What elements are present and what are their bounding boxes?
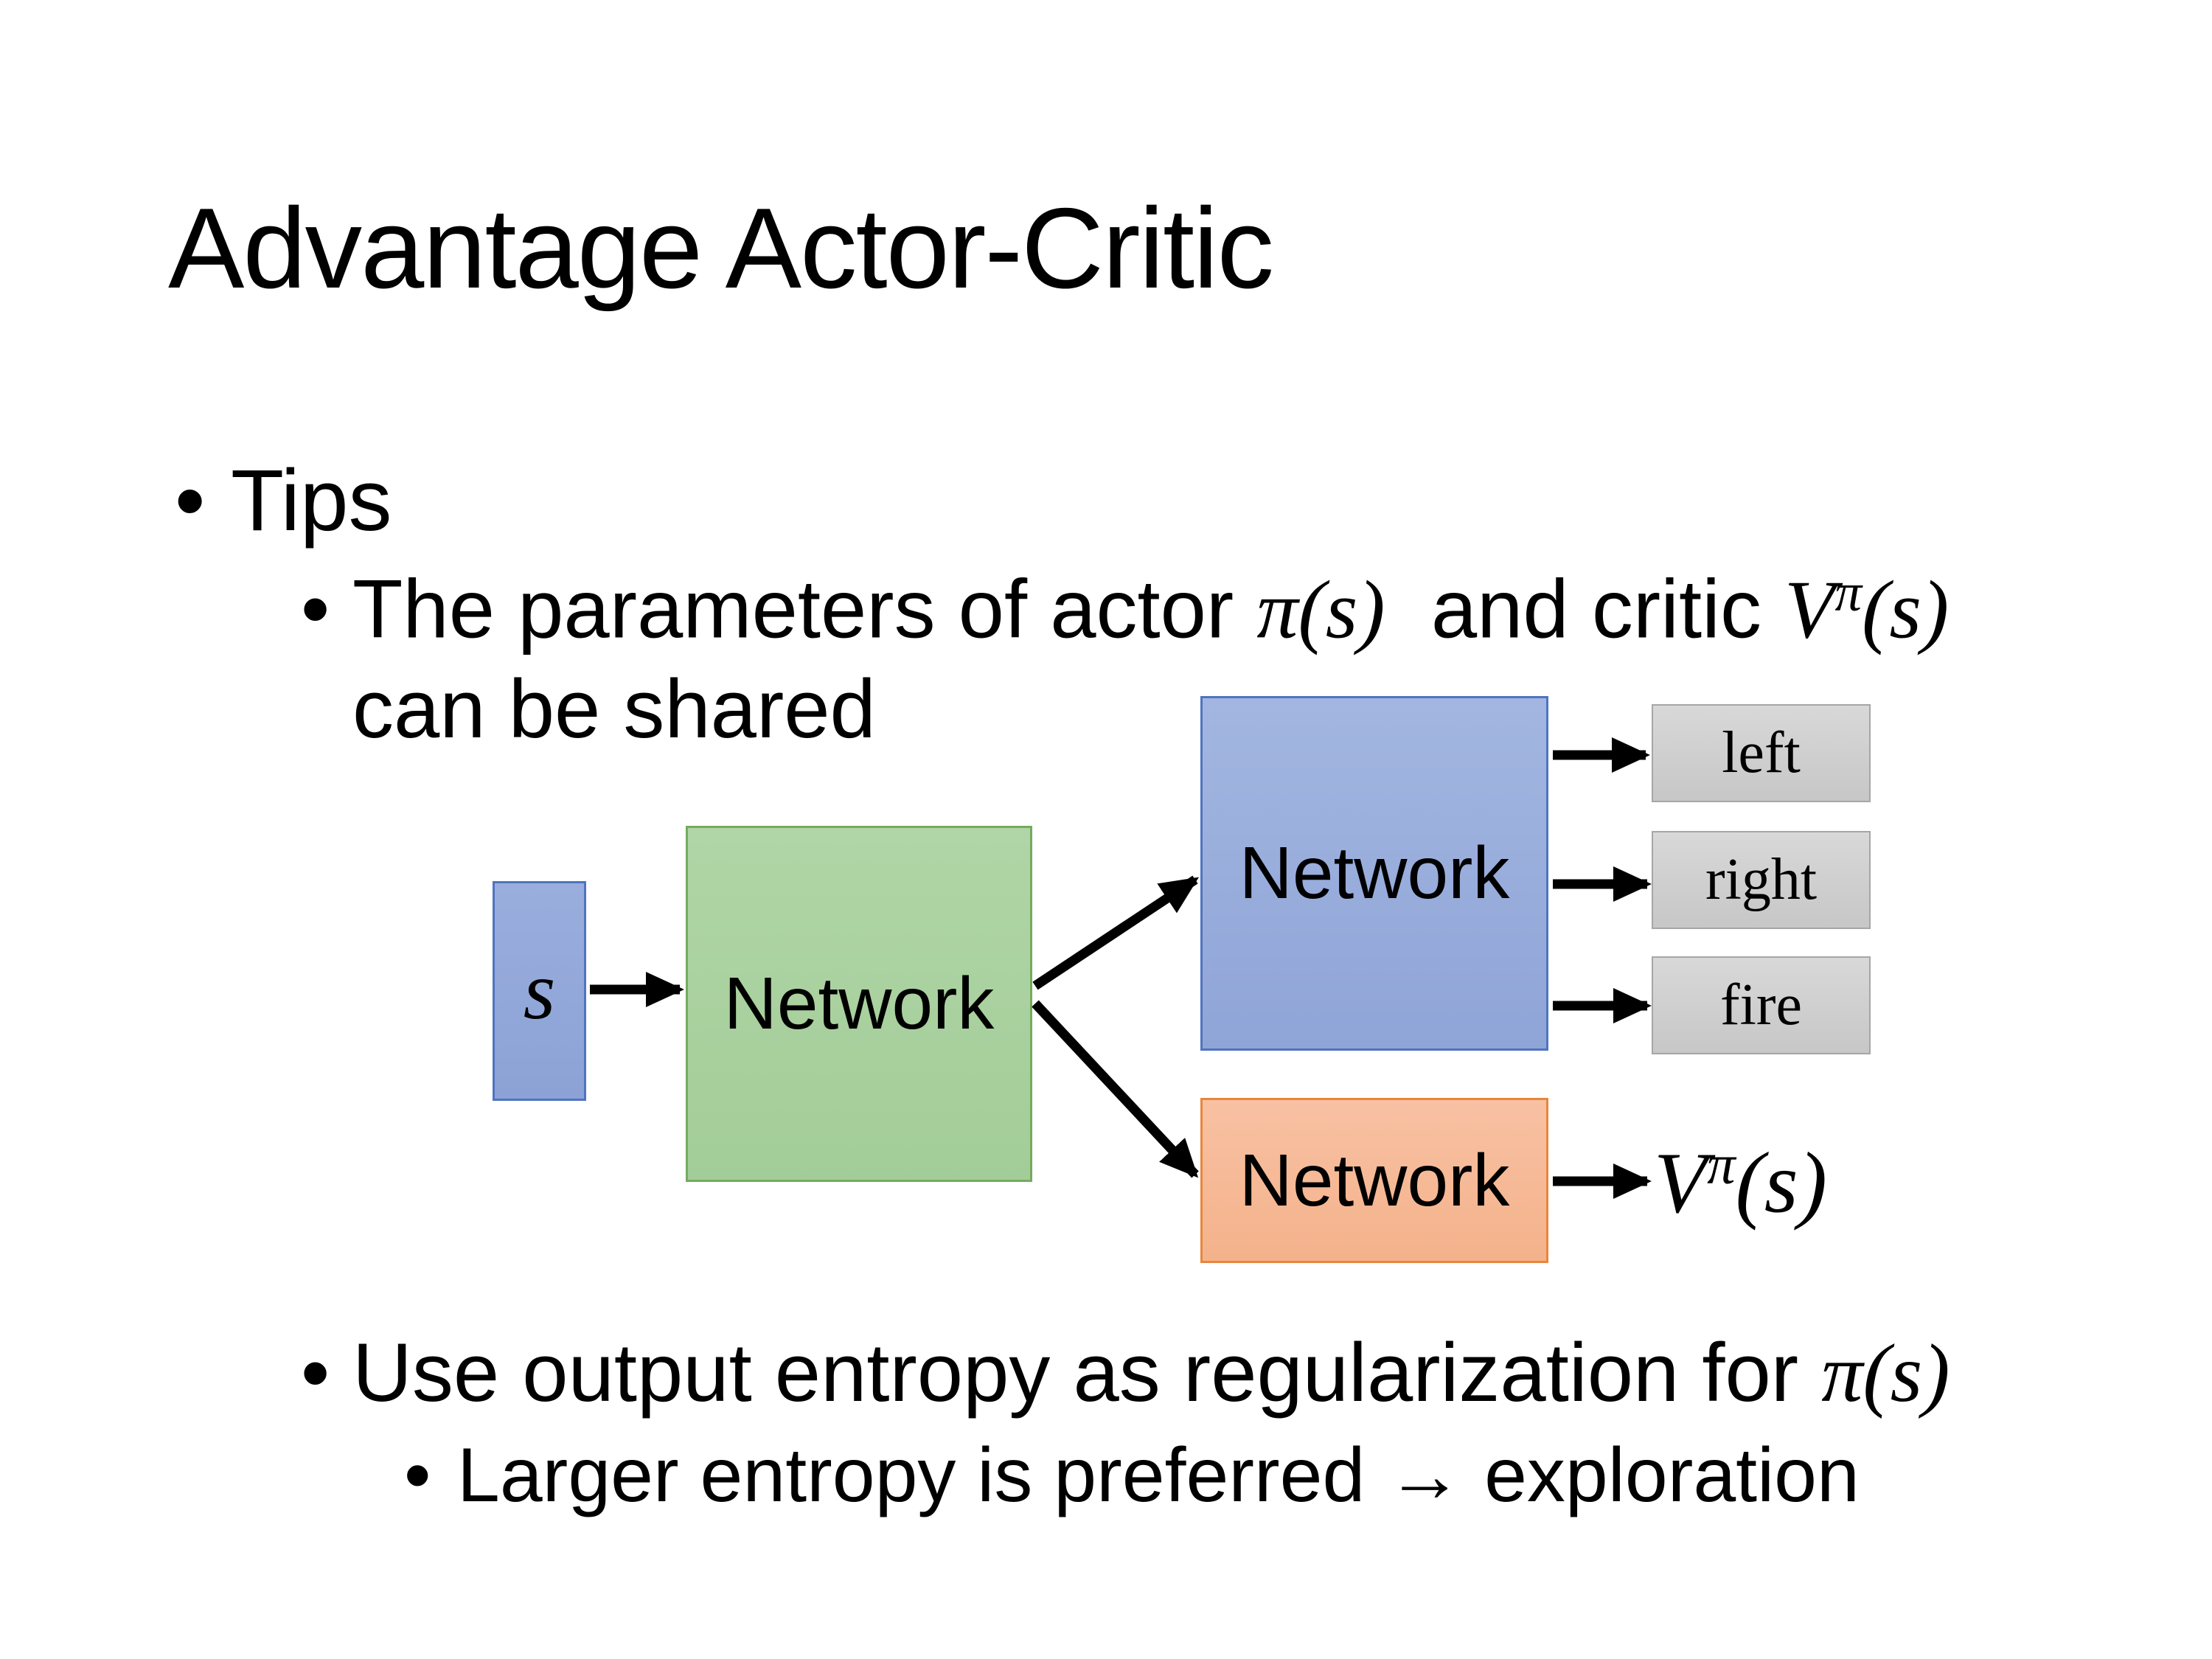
tips-text: Tips [231, 452, 392, 549]
parameters-prefix: The parameters of actor [352, 563, 1257, 655]
action-box-left: left [1652, 704, 1871, 802]
bullet-dot: • [301, 563, 330, 655]
action-box-fire: fire [1652, 956, 1871, 1054]
critic-pi-superscript: π [1834, 563, 1863, 622]
bullet-line-tips: • Tips [175, 451, 392, 552]
critic-network-box: Network [1200, 1098, 1548, 1263]
action-fire-label: fire [1719, 973, 1802, 1037]
shared-network-box: Network [686, 826, 1032, 1182]
shared-text: can be shared [352, 663, 876, 755]
bullet-line-exploration: • Larger entropy is preferred → explorat… [404, 1432, 1860, 1520]
arrow-shared-to-actor-network [1032, 875, 1199, 990]
exploration-text: Larger entropy is preferred → exploratio… [457, 1433, 1860, 1518]
actor-network-box: Network [1200, 696, 1548, 1051]
bullet-dot: • [301, 1326, 330, 1419]
action-box-right: right [1652, 831, 1871, 929]
bullet-line-parameters: • The parameters of actor π(s) and criti… [301, 562, 1949, 658]
bullet-line-entropy: • Use output entropy as regularization f… [301, 1326, 1950, 1422]
action-left-label: left [1722, 720, 1801, 785]
value-function-formula: Vπ(s) [1654, 1133, 1828, 1231]
value-V-symbol: V [1654, 1134, 1708, 1231]
state-label: s [523, 945, 556, 1037]
value-args: (s) [1735, 1134, 1828, 1231]
critic-args: (s) [1862, 564, 1950, 656]
actor-pi-formula: π(s) [1256, 564, 1385, 656]
arrow-shared-to-critic-network [1032, 1000, 1199, 1178]
parameters-mid: and critic [1385, 563, 1785, 655]
entropy-text: Use output entropy as regularization for… [352, 1326, 1950, 1422]
bullet-dot: • [175, 452, 206, 549]
parameters-text: The parameters of actor π(s) and critic … [352, 562, 1949, 658]
actor-network-label: Network [1239, 832, 1510, 914]
bullet-line-shared: can be shared [352, 662, 876, 757]
action-right-label: right [1705, 847, 1818, 912]
bullet-dot: • [404, 1433, 431, 1518]
page-title: Advantage Actor-Critic [168, 184, 1274, 312]
state-input-box: s [493, 881, 586, 1101]
entropy-pi-formula: π(s) [1821, 1328, 1950, 1419]
critic-V-symbol: V [1784, 564, 1835, 656]
entropy-prefix: Use output entropy as regularization for [352, 1326, 1822, 1419]
value-pi-superscript: π [1707, 1133, 1736, 1196]
critic-network-label: Network [1239, 1138, 1510, 1222]
shared-network-label: Network [723, 962, 995, 1045]
